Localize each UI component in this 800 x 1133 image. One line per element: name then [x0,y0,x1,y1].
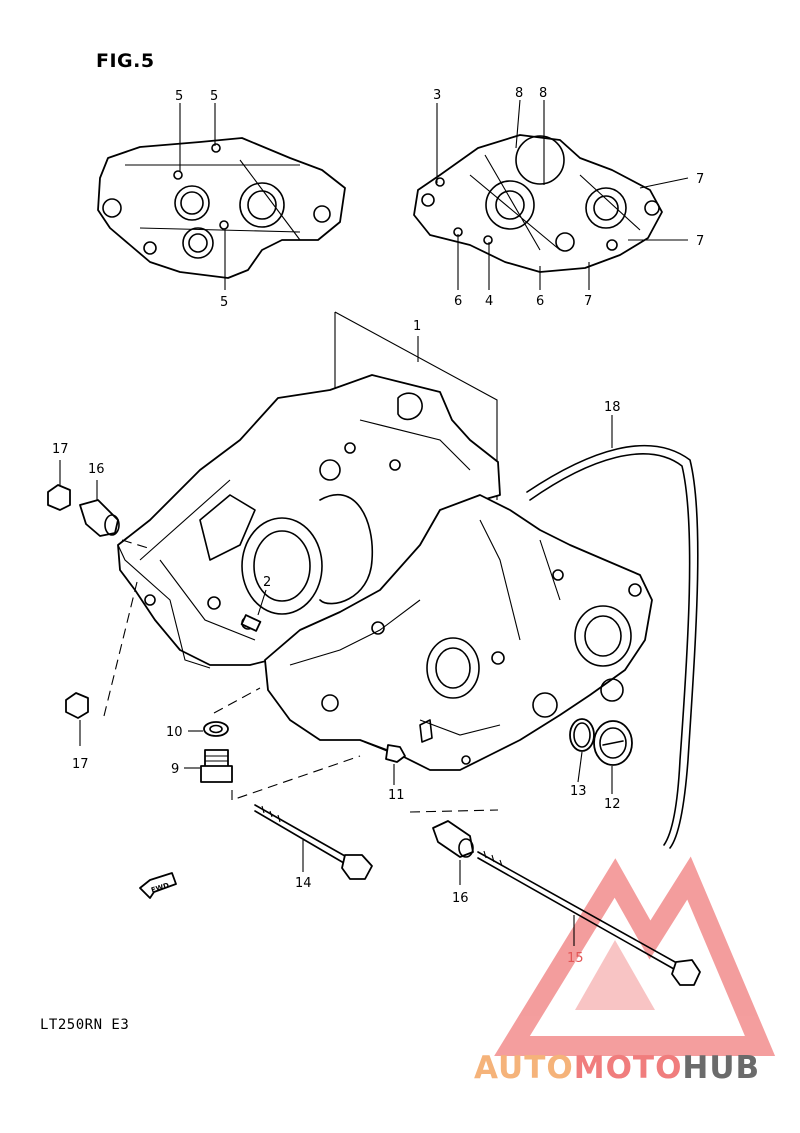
callout-16: 16 [452,891,469,906]
callout-6: 6 [536,294,544,309]
leader-lines-top-left [179,103,226,290]
callout-4: 4 [485,294,493,309]
plug-17-top [47,460,71,511]
callout-13: 13 [570,784,587,799]
washer-10 [188,721,229,737]
callout-5: 5 [220,295,228,310]
left-crankcase-half [117,374,501,669]
watermark-moto: MOTO [573,1050,683,1086]
callout-5: 5 [175,89,183,104]
callout-8: 8 [539,86,547,101]
callout-14: 14 [295,876,312,891]
dash-lines-center [213,687,361,801]
callout-labels: 5 5 5 3 8 8 7 7 7 6 6 4 1 2 17 16 17 10 … [52,86,704,966]
callout-12: 12 [604,797,621,812]
callout-9: 9 [171,762,179,777]
callout-3: 3 [433,88,441,103]
dowel-pin-2 [240,589,267,632]
callout-1: 1 [413,319,421,334]
hose-18 [526,415,699,849]
model-code: LT250RN E3 [40,1017,130,1033]
callout-8: 8 [515,86,523,101]
callout-16: 16 [88,462,105,477]
callout-15: 15 [567,951,584,966]
cap-12 [593,720,633,794]
figure-title: FIG.5 [96,50,155,72]
bushing-16-left [79,480,120,537]
bolt-11 [364,741,406,785]
o-ring-13 [569,718,595,783]
callout-17: 17 [52,442,69,457]
callout-18: 18 [604,400,621,415]
right-case-half-thumbnail [413,134,663,273]
bolt-15 [477,850,701,986]
leader-lines-top-right [436,99,689,290]
callout-7: 7 [696,172,704,187]
left-case-half-thumbnail [97,137,346,279]
watermark-auto: AUTO [474,1050,574,1086]
callout-7: 7 [696,234,704,249]
dash-lines-left [103,539,149,717]
callout-2: 2 [263,575,271,590]
plug-17-bottom [65,692,89,746]
watermark-hub: HUB [682,1050,761,1086]
dash-lines-lower [409,809,499,813]
callout-17: 17 [72,757,89,772]
callout-7: 7 [584,294,592,309]
callout-10: 10 [166,725,183,740]
callout-6: 6 [454,294,462,309]
drain-plug-9 [184,749,233,783]
bushing-16-lower [432,820,474,885]
watermark-logo-icon [494,856,776,1056]
watermark-text: AUTOMOTOHUB [474,1050,760,1086]
bolt-14 [254,804,373,880]
fwd-arrow-icon: FWD [139,872,177,899]
callout-11: 11 [388,788,405,803]
right-crankcase-half [264,494,653,771]
callout-5: 5 [210,89,218,104]
